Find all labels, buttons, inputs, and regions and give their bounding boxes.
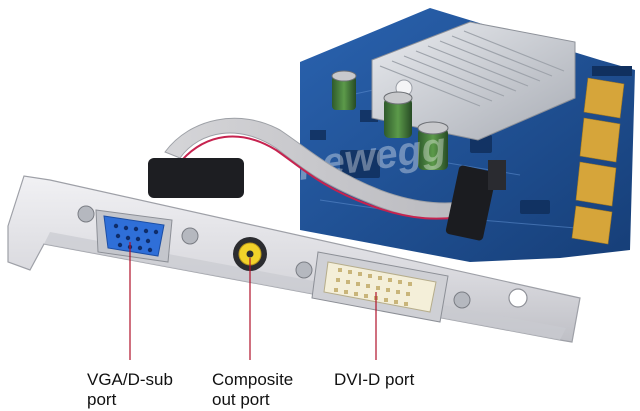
header-pins — [488, 160, 506, 190]
composite-port-label: Composite out port — [212, 370, 294, 409]
dvi-port-label: DVI-D port — [334, 370, 415, 389]
heatsink — [371, 21, 576, 141]
capacitors — [331, 70, 449, 170]
composite-rca-connector — [233, 237, 267, 271]
dvi-connector — [295, 251, 471, 323]
gold-contact-fingers — [571, 77, 625, 245]
internal-connector-left — [148, 158, 244, 198]
ribbon-cable-red-stripe — [181, 135, 479, 220]
internal-connector-right — [445, 165, 497, 241]
bracket-hole — [508, 288, 528, 308]
heatsink-fins — [379, 30, 565, 107]
contact-notch — [592, 66, 632, 76]
vga-connector — [77, 205, 199, 263]
vga-port-label: VGA/D-sub port — [87, 370, 173, 409]
